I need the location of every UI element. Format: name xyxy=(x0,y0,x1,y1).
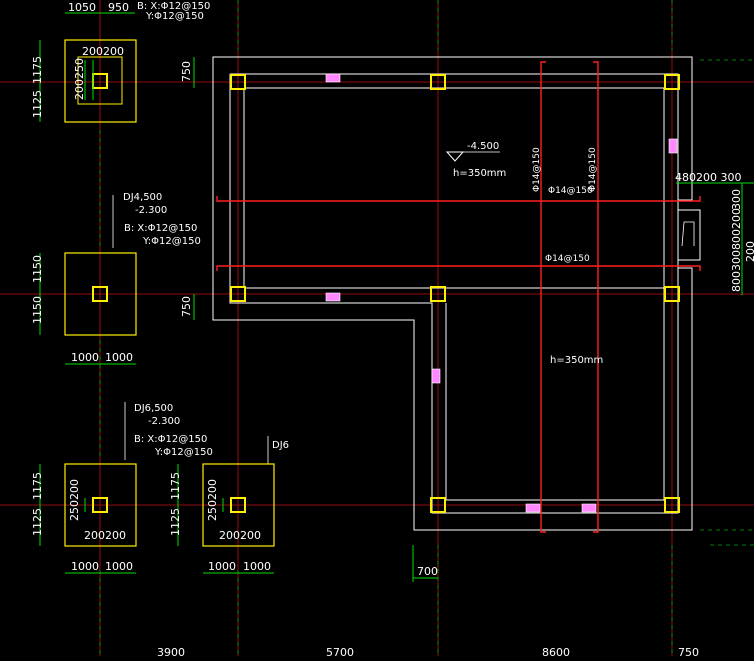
dj6-col-h: 250200 xyxy=(68,479,81,521)
f1-dim-bottom: 1125 xyxy=(31,90,44,118)
footing-detail-1: 1175 1125 200200 200250 xyxy=(31,39,137,123)
top-tick-right: 950 xyxy=(108,1,129,14)
plan-right-v3: 800300 xyxy=(730,250,743,292)
dj4-rebar-x: B: X:Φ12@150 xyxy=(124,223,197,234)
dj4-elev: -2.300 xyxy=(135,205,167,216)
plan-thickness-top: h=350mm xyxy=(453,168,506,179)
plan-right-v4: 200 xyxy=(744,241,754,262)
dj6b-w-left: 1000 xyxy=(208,560,236,573)
axis-dim-c: 8600 xyxy=(542,646,570,656)
dj6b-col-h: 250200 xyxy=(206,479,219,521)
top-note-line2: Y:Φ12@150 xyxy=(145,11,204,22)
plan-dim-left-top: 750 xyxy=(180,61,193,82)
plan-right-top-row: 480200 300 xyxy=(675,171,741,184)
dj6-rebar-x: B: X:Φ12@150 xyxy=(134,434,207,445)
dj6-elev: -2.300 xyxy=(148,416,180,427)
plan-thickness-bottom: h=350mm xyxy=(550,355,603,366)
axis-dim-a: 3900 xyxy=(157,646,185,656)
top-tick-left: 1050 xyxy=(68,1,96,14)
rebar-v2: Φ14@150 xyxy=(588,147,598,192)
raft-plan: -4.500 h=350mm h=350mm Φ14@150 Φ14@150 Φ… xyxy=(180,56,754,582)
dj4-dim-top: 1150 xyxy=(31,255,44,283)
plan-right-v2: 800200 xyxy=(730,208,743,250)
rebar-h1: Φ14@150 xyxy=(548,186,593,196)
dj6-w-right: 1000 xyxy=(105,560,133,573)
dj6-label: DJ6,500 xyxy=(134,403,173,414)
grid-lines xyxy=(99,0,754,656)
dj6b-label: DJ6 xyxy=(272,440,289,451)
plan-dim-700: 700 xyxy=(417,565,438,578)
dj4-label: DJ4,500 xyxy=(123,192,162,203)
f1-dim-top: 1175 xyxy=(31,56,44,84)
dj4-w-left: 1000 xyxy=(71,351,99,364)
rebar-h2: Φ14@150 xyxy=(545,254,590,264)
dj6b-w-right: 1000 xyxy=(243,560,271,573)
dj6b-col-w: 200200 xyxy=(219,529,261,542)
dj6-rebar-y: Y:Φ12@150 xyxy=(154,447,213,458)
dj6-dim-top: 1175 xyxy=(31,472,44,500)
axis-dim-d: 750 xyxy=(678,646,699,656)
plan-elevation: -4.500 xyxy=(467,141,499,152)
footing-detail-dj6: DJ6,500 -2.300 B: X:Φ12@150 Y:Φ12@150 11… xyxy=(31,402,213,574)
dj6b-dim-bottom: 1125 xyxy=(169,508,182,536)
axis-dim-b: 5700 xyxy=(326,646,354,656)
dj6-col-w: 200200 xyxy=(84,529,126,542)
plan-dim-left-mid: 750 xyxy=(180,296,193,317)
plan-right-v1: 300 xyxy=(730,189,743,210)
dj6-w-left: 1000 xyxy=(71,560,99,573)
dj4-rebar-y: Y:Φ12@150 xyxy=(142,236,201,247)
f1-col-w: 200200 xyxy=(82,45,124,58)
top-tick-dimension: 1050 950 B: X:Φ12@150 Y:Φ12@150 xyxy=(65,1,210,22)
footing-detail-dj6b: DJ6 1175 1125 250200 200200 1000 1000 xyxy=(169,436,289,574)
f1-col-h: 200250 xyxy=(73,58,86,100)
dj4-w-right: 1000 xyxy=(105,351,133,364)
dj6b-dim-top: 1175 xyxy=(169,472,182,500)
footing-detail-dj4: DJ4,500 -2.300 B: X:Φ12@150 Y:Φ12@150 11… xyxy=(31,192,201,365)
dj6-dim-bottom: 1125 xyxy=(31,508,44,536)
top-note-line1: B: X:Φ12@150 xyxy=(137,1,210,12)
dj4-dim-bottom: 1150 xyxy=(31,296,44,324)
rebar-v1: Φ14@150 xyxy=(532,147,542,192)
